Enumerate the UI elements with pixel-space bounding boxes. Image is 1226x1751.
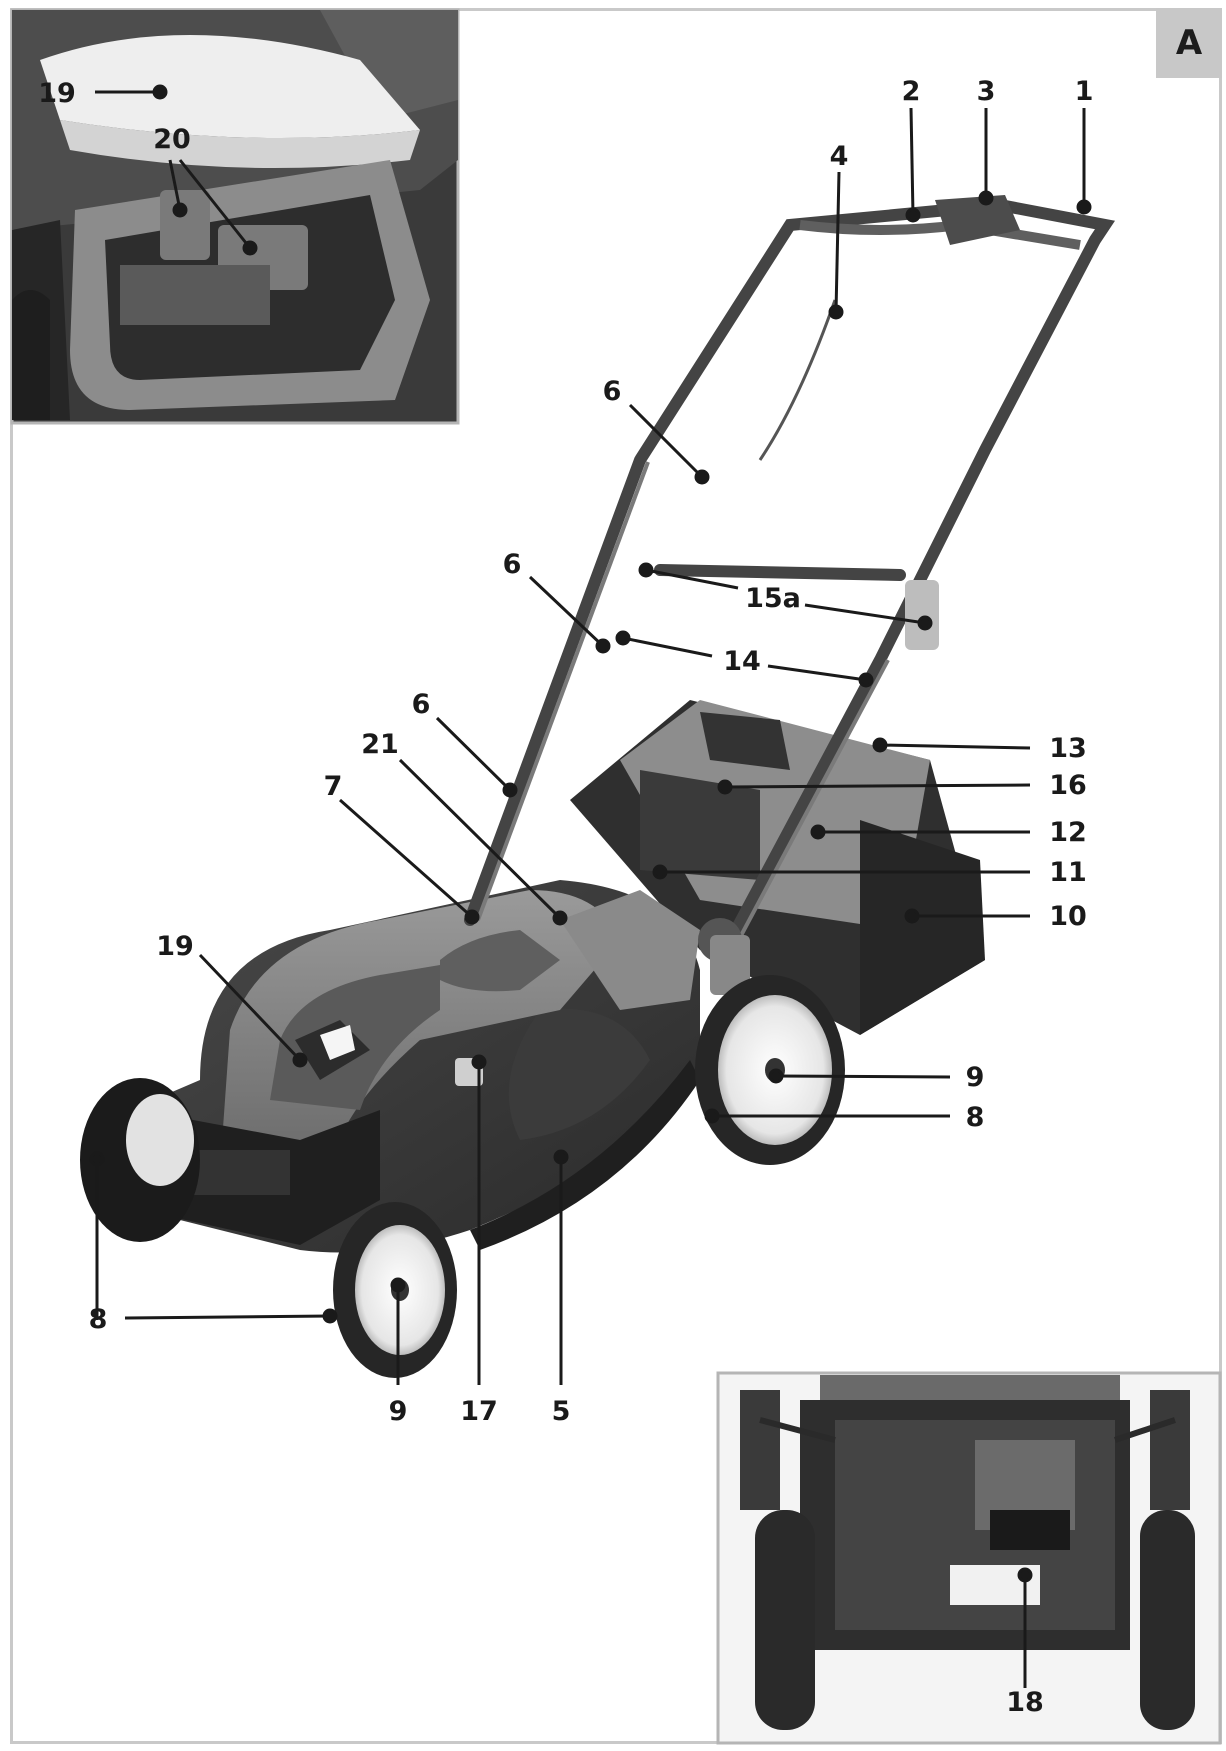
callout-19-main: 19 xyxy=(156,931,194,962)
callout-12: 12 xyxy=(1049,817,1087,848)
battery-cover-open xyxy=(40,35,420,138)
inset-battery-compartment xyxy=(10,8,460,425)
callout-14: 14 xyxy=(723,646,761,677)
callout-4: 4 xyxy=(830,141,849,172)
side-discharge-cover xyxy=(508,1008,650,1140)
callout-20: 20 xyxy=(153,124,191,155)
handle-highlights xyxy=(476,461,890,961)
callout-13: 13 xyxy=(1049,733,1087,764)
callout-15a: 15a xyxy=(745,583,801,614)
callout-8-front: 8 xyxy=(89,1304,108,1335)
safety-key xyxy=(440,930,560,992)
cable-clamp xyxy=(905,580,939,650)
grass-box-window xyxy=(640,770,760,880)
callout-9-front: 9 xyxy=(389,1396,408,1427)
safety-bar xyxy=(799,219,1081,250)
figure-tag: A xyxy=(1156,8,1222,78)
cable xyxy=(758,299,837,461)
callout-5: 5 xyxy=(552,1396,571,1427)
callout-6-lower: 6 xyxy=(412,689,431,720)
leader-lines xyxy=(89,84,1092,1688)
callout-3: 3 xyxy=(977,76,996,107)
callout-21: 21 xyxy=(361,729,399,760)
callout-7: 7 xyxy=(324,771,343,802)
callout-11: 11 xyxy=(1049,857,1087,888)
callout-2: 2 xyxy=(902,76,921,107)
callout-16: 16 xyxy=(1049,770,1087,801)
callout-9-rear: 9 xyxy=(966,1062,985,1093)
callout-6-upper: 6 xyxy=(603,376,622,407)
callout-1: 1 xyxy=(1075,76,1094,107)
callout-8-rear: 8 xyxy=(966,1102,985,1133)
callout-labels: 1 2 3 4 6 6 6 15a 14 21 7 13 16 12 11 10… xyxy=(38,76,1093,1718)
callout-18: 18 xyxy=(1006,1687,1044,1718)
callout-17: 17 xyxy=(460,1396,498,1427)
figure-frame xyxy=(10,8,1222,1744)
wheel-rear-right xyxy=(695,975,845,1165)
handle-frame xyxy=(464,199,1116,966)
battery-slot-left xyxy=(160,190,210,260)
callout-19-inset: 19 xyxy=(38,78,76,109)
wheel-front-left xyxy=(80,1078,200,1242)
callout-10: 10 xyxy=(1049,901,1087,932)
switch-box xyxy=(935,195,1020,245)
callout-6-middle: 6 xyxy=(503,549,522,580)
inset-rear-view xyxy=(716,1371,1222,1745)
